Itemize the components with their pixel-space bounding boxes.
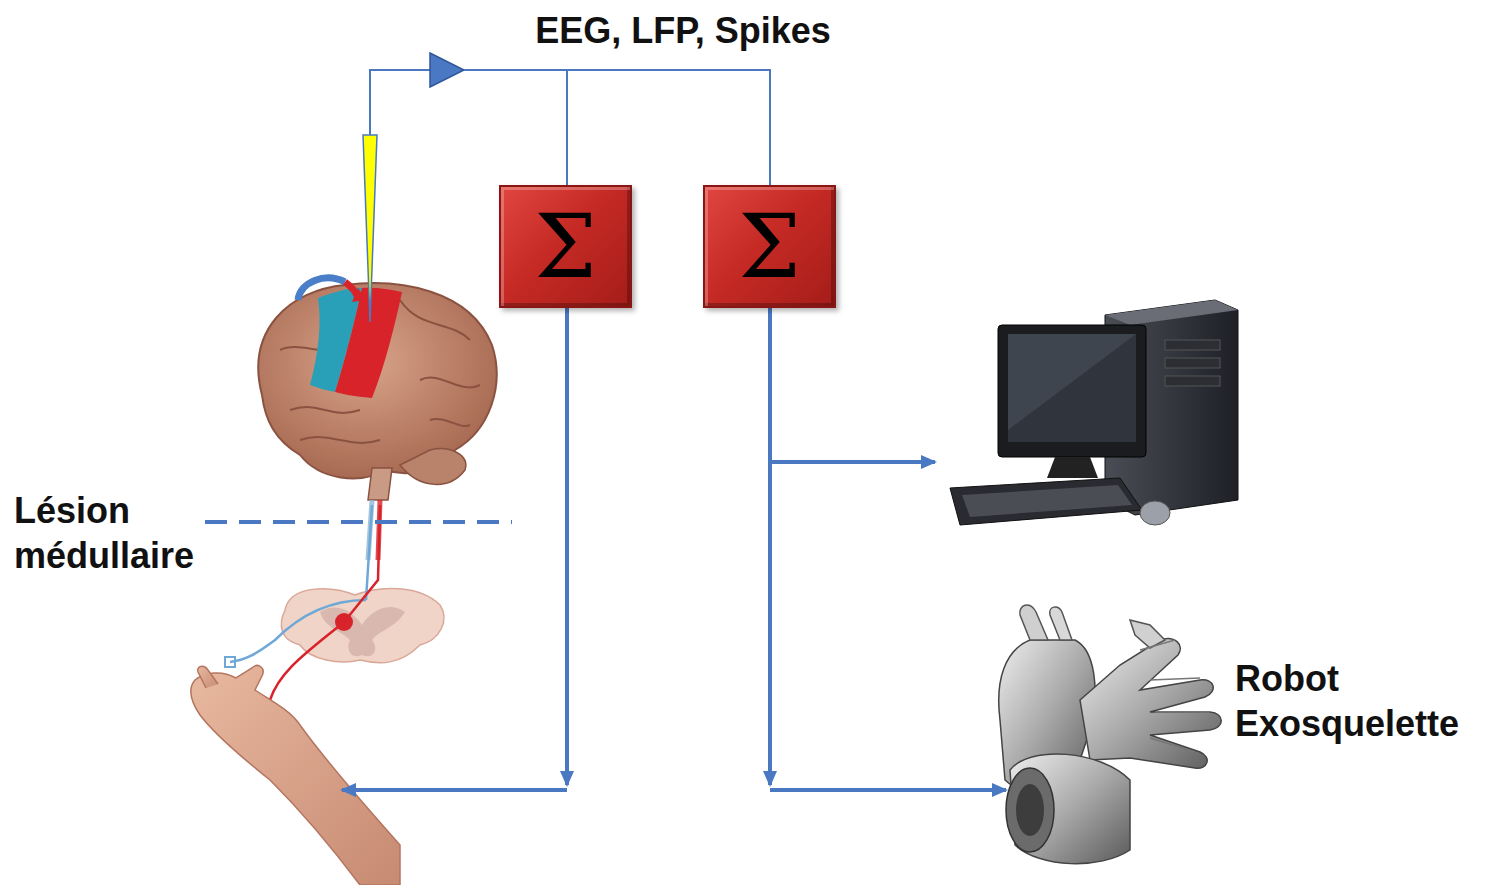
brain-illustration [258, 278, 496, 500]
sum-symbol: Σ [738, 203, 800, 291]
device-label: Robot Exosquelette [1235, 656, 1500, 746]
arm-illustration [191, 666, 400, 885]
robot-hand-illustration [999, 605, 1222, 864]
sum-box: Σ [703, 185, 836, 308]
sum-symbol: Σ [534, 203, 596, 291]
computer-illustration [950, 300, 1238, 525]
signal-label: EEG, LFP, Spikes [473, 8, 893, 53]
sum-box: Σ [499, 185, 632, 308]
lesion-label: Lésion médullaire [14, 488, 244, 578]
output-wires [342, 308, 1006, 790]
lesion-line [205, 520, 512, 524]
